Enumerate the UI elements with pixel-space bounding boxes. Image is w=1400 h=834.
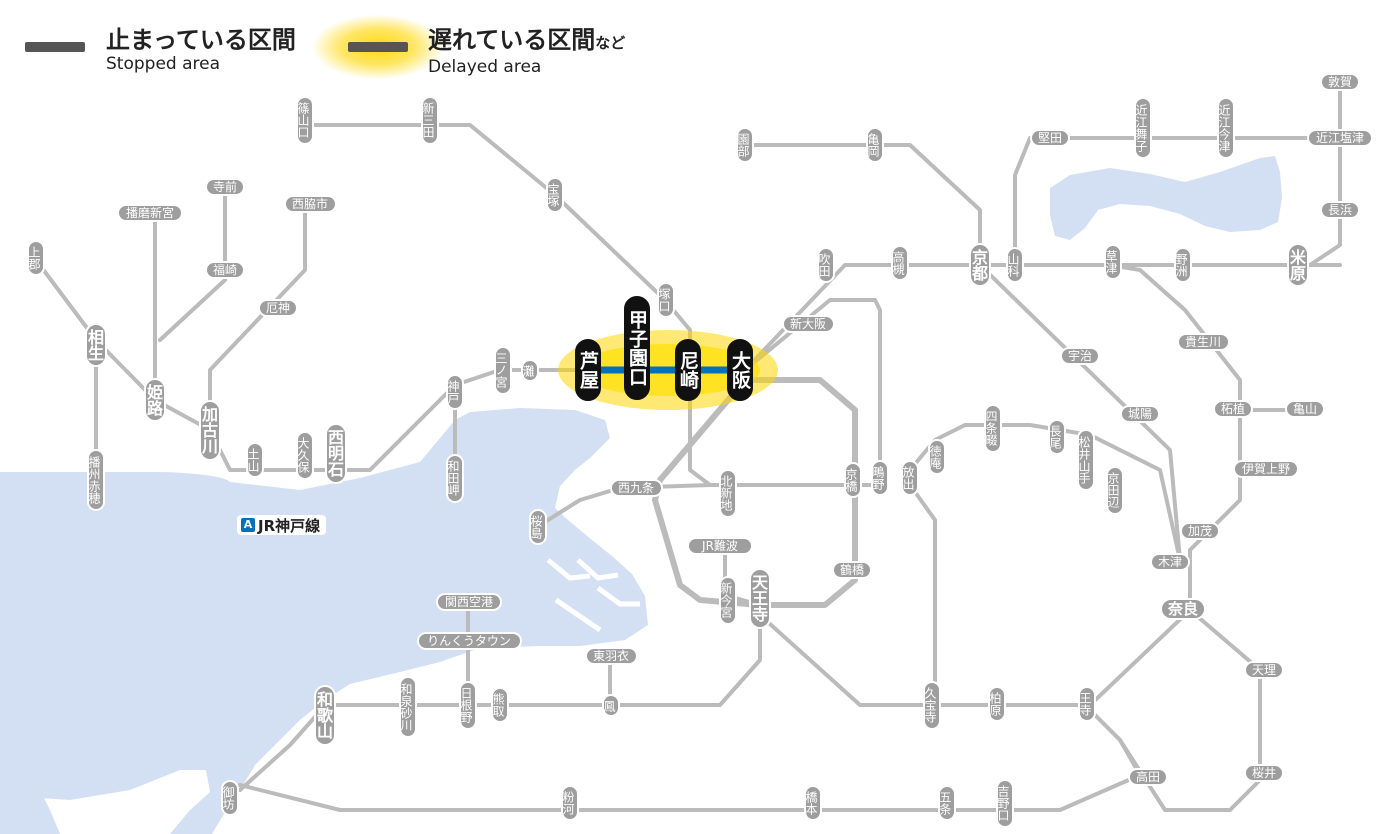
legend-delayed-bar [348, 42, 408, 52]
legend-stopped-bar [25, 42, 85, 52]
station-kameyama[interactable]: 亀山 [1285, 400, 1325, 418]
station-kansaiairport[interactable]: 関西空港 [436, 593, 502, 611]
legend-stopped: 止まっている区間 Stopped area [106, 26, 296, 74]
station-yashiro[interactable]: 厄神 [258, 299, 298, 317]
station-joyo[interactable]: 城陽 [1120, 405, 1160, 423]
station-kobe[interactable]: 神戸 [446, 374, 464, 410]
station-tsuchiyama[interactable]: 土山 [246, 442, 264, 478]
station-banshuako[interactable]: 播州赤穂 [87, 449, 105, 511]
station-nishiakashi[interactable]: 西明石 [325, 422, 347, 484]
station-sakurajima[interactable]: 桜島 [529, 509, 547, 545]
station-amagasaki[interactable]: 尼崎 [675, 339, 701, 401]
station-omimaiko[interactable]: 近江舞子 [1134, 97, 1152, 159]
station-teramae[interactable]: 寺前 [205, 178, 245, 196]
station-izumisunagawa[interactable]: 和泉砂川 [399, 676, 417, 738]
station-sakurai[interactable]: 桜井 [1244, 764, 1284, 782]
station-kamigori[interactable]: 上郡 [27, 240, 45, 276]
station-nara[interactable]: 奈良 [1160, 598, 1206, 620]
station-uji[interactable]: 宇治 [1060, 347, 1100, 365]
station-kashiwara[interactable]: 柏原 [988, 686, 1006, 722]
station-gojo[interactable]: 五条 [938, 785, 956, 821]
station-nagahama[interactable]: 長浜 [1320, 201, 1360, 219]
station-himeji[interactable]: 姫路 [144, 378, 166, 422]
station-tokuan[interactable]: 徳庵 [928, 439, 946, 475]
station-tsuge[interactable]: 柘植 [1213, 400, 1253, 418]
legend-stopped-en: Stopped area [106, 54, 221, 74]
station-omiimazu[interactable]: 近江今津 [1217, 97, 1235, 159]
station-tsuruhashi[interactable]: 鶴橋 [832, 561, 872, 579]
station-shijonawate[interactable]: 四条畷 [984, 403, 1002, 453]
station-kamo[interactable]: 加茂 [1180, 522, 1220, 540]
station-kokawa[interactable]: 粉河 [561, 785, 579, 821]
station-wakayama[interactable]: 和歌山 [314, 684, 336, 746]
station-shinimamiya[interactable]: 新今宮 [719, 575, 737, 625]
station-katata[interactable]: 堅田 [1030, 129, 1070, 147]
station-takarazuka[interactable]: 宝塚 [546, 177, 564, 213]
legend-delayed-en: Delayed area [428, 57, 542, 77]
line-badge: A [241, 518, 255, 532]
station-tsuruga[interactable]: 敦賀 [1320, 73, 1360, 91]
station-kusatsu[interactable]: 草津 [1104, 244, 1122, 280]
station-jrnamba[interactable]: JR難波 [687, 537, 753, 555]
station-tsukaguchi[interactable]: 塚口 [657, 282, 675, 318]
station-sasayamaguchi[interactable]: 篠山口 [296, 95, 314, 145]
line-name: JR神戸線 [258, 516, 321, 535]
station-fukusaki[interactable]: 福崎 [205, 261, 245, 279]
station-yasu[interactable]: 野洲 [1174, 247, 1192, 283]
station-nagao[interactable]: 長尾 [1048, 419, 1066, 455]
station-hashimoto[interactable]: 橋本 [804, 785, 822, 821]
station-kizu[interactable]: 木津 [1150, 553, 1190, 571]
station-hanaten[interactable]: 放出 [901, 460, 919, 496]
station-takada[interactable]: 高田 [1128, 768, 1168, 786]
station-aioi[interactable]: 相生 [85, 323, 107, 367]
station-kumatori[interactable]: 熊取 [491, 687, 509, 723]
station-tennoji[interactable]: 天王寺 [749, 567, 771, 629]
legend-delayed-suffix: など [595, 34, 626, 52]
station-shigino[interactable]: 鴫野 [871, 460, 889, 496]
station-nishikujo[interactable]: 西九条 [609, 479, 663, 497]
station-ashiya[interactable]: 芦屋 [575, 339, 601, 401]
station-higashihagoromo[interactable]: 東羽衣 [584, 647, 638, 665]
station-gobo[interactable]: 御坊 [221, 780, 239, 816]
water [0, 156, 1282, 834]
station-harimashingu[interactable]: 播磨新宮 [117, 204, 183, 222]
station-nishiwakishi[interactable]: 西脇市 [283, 195, 337, 213]
station-kitashinchi[interactable]: 北新地 [719, 468, 737, 518]
station-okubo[interactable]: 大久保 [296, 430, 314, 480]
station-osaka[interactable]: 大阪 [727, 339, 753, 401]
station-kakogawa[interactable]: 加古川 [199, 399, 221, 461]
station-sannomiya[interactable]: 三ノ宮 [494, 345, 512, 395]
station-yoshinoguchi[interactable]: 吉野口 [996, 778, 1014, 828]
station-kyotanabe[interactable]: 京田辺 [1106, 465, 1124, 515]
station-shinsanda[interactable]: 新三田 [421, 95, 439, 145]
station-matsuiyamate[interactable]: 松井山手 [1077, 429, 1095, 491]
station-takatsuki[interactable]: 高槻 [891, 245, 909, 281]
station-oji[interactable]: 王寺 [1078, 686, 1096, 722]
station-igaueno[interactable]: 伊賀上野 [1233, 460, 1299, 478]
station-yamashina[interactable]: 山科 [1006, 247, 1024, 283]
legend-delayed-ja: 遅れている区間 [428, 26, 596, 54]
station-rinkutown[interactable]: りんくうタウン [416, 632, 522, 650]
station-maibara[interactable]: 米原 [1287, 243, 1309, 287]
station-sonobe[interactable]: 園部 [736, 127, 754, 163]
station-koshienguchi[interactable]: 甲子園口 [624, 296, 650, 400]
station-omishiotsu[interactable]: 近江塩津 [1307, 129, 1373, 147]
station-kyoto[interactable]: 京都 [969, 243, 991, 287]
station-nada[interactable]: 灘 [521, 358, 539, 382]
legend-delayed: 遅れている区間など Delayed area [428, 26, 625, 77]
station-suita[interactable]: 吹田 [817, 247, 835, 283]
station-hineno[interactable]: 日根野 [459, 680, 477, 730]
legend-stopped-ja: 止まっている区間 [106, 26, 296, 54]
station-kameoka[interactable]: 亀岡 [866, 127, 884, 163]
station-otori[interactable]: 鳳 [602, 693, 620, 717]
station-tenri[interactable]: 天理 [1244, 661, 1284, 679]
line-label-jr-kobe[interactable]: A JR神戸線 [237, 515, 327, 535]
station-kyuhoji[interactable]: 久宝寺 [923, 680, 941, 730]
station-shinosaka[interactable]: 新大阪 [781, 315, 835, 333]
station-wadamisaki[interactable]: 和田岬 [446, 453, 464, 503]
station-kyobashi[interactable]: 京橋 [844, 462, 862, 498]
station-kibukawa[interactable]: 貴生川 [1176, 333, 1230, 351]
